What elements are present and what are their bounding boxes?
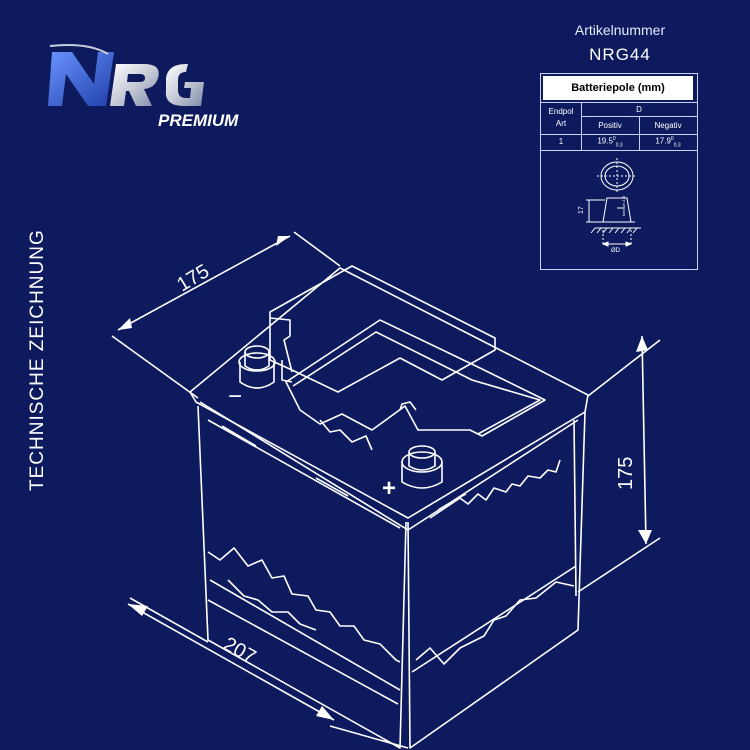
battery-top-panel	[269, 265, 496, 393]
col-endpol: Endpol	[548, 107, 574, 116]
col-d: D	[636, 105, 642, 114]
width-dimension-label: 175	[173, 260, 213, 296]
nrg-logo: PREMIUM	[48, 44, 258, 134]
negative-terminal	[238, 345, 276, 389]
nrg-logo-mark: PREMIUM	[48, 44, 239, 130]
terminal-spec-table: Batteriepole (mm) Endpol Art D Positiv N…	[540, 73, 698, 270]
positive-terminal	[401, 445, 443, 489]
dimension-arrows	[118, 236, 652, 720]
height-dimension-label: 175	[615, 457, 637, 490]
row-art: 1	[558, 137, 564, 146]
row-negativ: 17.900.3	[655, 136, 681, 149]
spec-table-title: Batteriepole (mm)	[543, 76, 693, 100]
battery-side-face	[407, 411, 586, 749]
terminal-detail-drawing: 17 konisch 1:9 ØD	[578, 158, 641, 254]
length-dimension-label: 207	[220, 633, 260, 668]
battery-front-face	[197, 405, 407, 749]
col-positiv: Positiv	[598, 121, 622, 130]
row-positiv: 19.500.3	[597, 136, 623, 149]
cone-label: konisch 1:9	[621, 195, 626, 216]
col-art: Art	[555, 119, 567, 128]
article-number-label: Artikelnummer	[574, 22, 666, 38]
col-negativ: Negativ	[654, 121, 682, 130]
positive-polarity-mark: +	[382, 475, 396, 502]
premium-label: PREMIUM	[158, 111, 239, 130]
negative-polarity-mark: −	[228, 383, 242, 410]
diameter-label: ØD	[611, 248, 621, 254]
terminal-height-label: 17	[578, 206, 585, 214]
article-number: NRG44	[589, 45, 651, 64]
